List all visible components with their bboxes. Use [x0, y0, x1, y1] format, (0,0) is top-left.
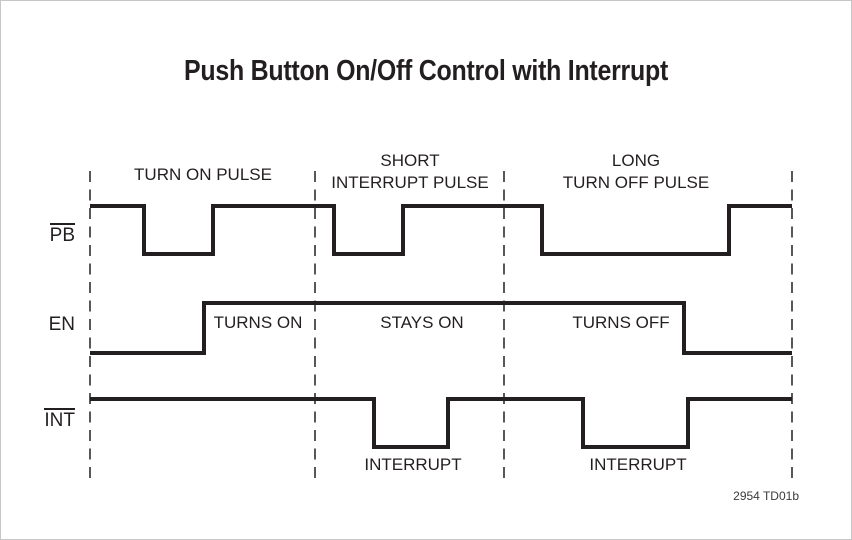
section-label-short-interrupt-pulse: SHORT INTERRUPT PULSE: [331, 150, 488, 194]
signal-trace-en: [90, 301, 792, 355]
annotation-stays-on-2: STAYS ON: [380, 313, 464, 332]
signal-name-text: EN: [48, 314, 75, 335]
annotation-interrupt-5: INTERRUPT: [589, 455, 687, 474]
signal-name-text: INT: [44, 408, 75, 431]
section-label-line: LONG: [611, 151, 661, 170]
section-label-line: SHORT: [380, 151, 440, 170]
annotation-turns-off-3: TURNS OFF: [572, 313, 670, 332]
signal-trace-pb: [90, 204, 792, 256]
figure-title: Push Button On/Off Control with Interrup…: [184, 55, 668, 87]
section-label-turn-on-pulse: TURN ON PULSE: [134, 164, 272, 186]
section-label-long-turn-off-pulse: LONG TURN OFF PULSE: [563, 150, 709, 194]
signal-name-text: PB: [49, 223, 75, 246]
signal-label-int: INT: [44, 408, 75, 432]
signal-label-en: EN: [49, 314, 75, 336]
annotation-turns-on-1: TURNS ON: [213, 313, 303, 332]
section-label-line: TURN ON PULSE: [134, 165, 272, 184]
annotation-interrupt-4: INTERRUPT: [364, 455, 462, 474]
section-label-line: TURN OFF PULSE: [562, 173, 710, 192]
signal-trace-int: [90, 397, 792, 449]
figure-caption: 2954 TD01b: [733, 489, 799, 503]
signal-label-pb: PB: [49, 223, 75, 247]
section-label-line: INTERRUPT PULSE: [331, 173, 489, 192]
